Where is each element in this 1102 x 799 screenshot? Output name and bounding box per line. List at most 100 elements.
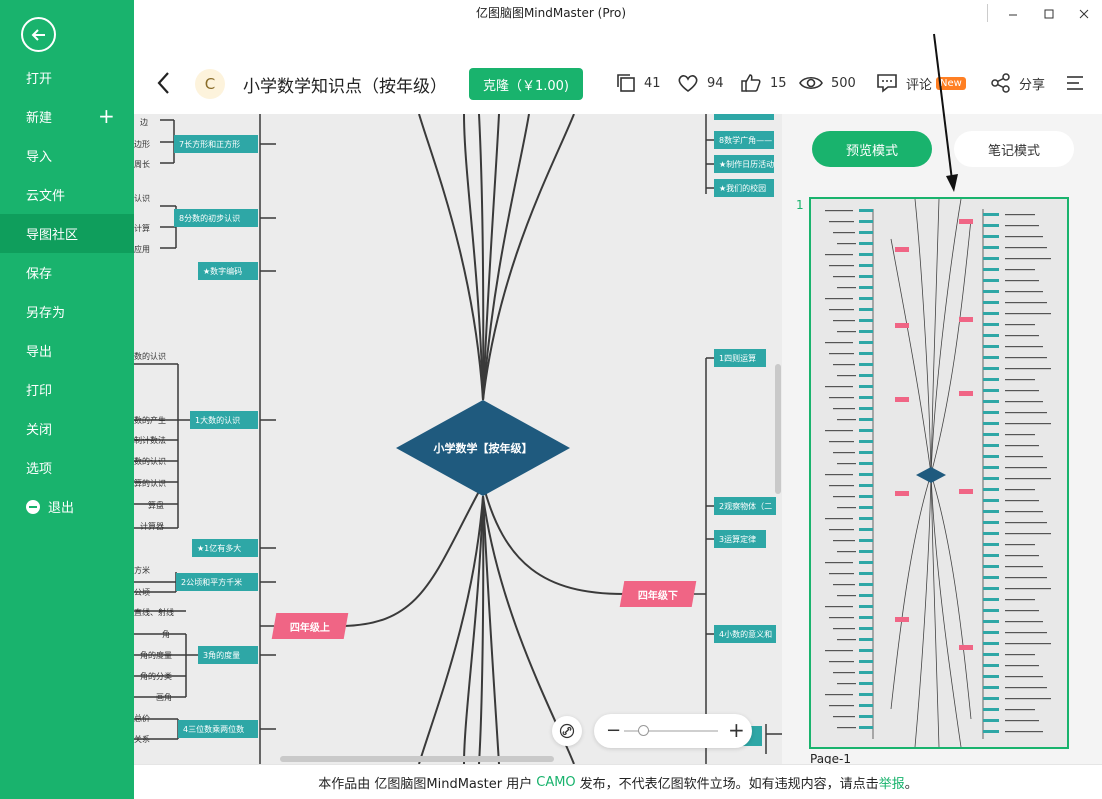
topic-node[interactable]: ★1亿有多大	[192, 539, 258, 557]
leaf-text[interactable]: 直线、射线	[134, 607, 174, 617]
zoom-in-button[interactable]: +	[728, 718, 745, 742]
likes-stat[interactable]: 94	[677, 71, 724, 95]
leaf-text[interactable]: 应用	[134, 244, 150, 254]
topic-node[interactable]: 8数学广角——	[714, 131, 774, 149]
thumb-node	[983, 367, 999, 370]
menu-save[interactable]: 保存	[0, 253, 134, 292]
back-arrow-button[interactable]	[154, 70, 174, 96]
thumb-text	[825, 474, 853, 476]
topic-node[interactable]: 2公顷和平方千米	[176, 573, 258, 591]
mindmap-canvas[interactable]: 小学数学【按年级】 边 边形 周长 认识 计算 应用 数的认识 数的产生 制计数…	[134, 114, 782, 764]
menu-print[interactable]: 打印	[0, 370, 134, 409]
menu-options[interactable]: 选项	[0, 448, 134, 487]
leaf-text[interactable]: 制计数法	[134, 435, 166, 445]
leaf-text[interactable]: 数的认识	[134, 456, 166, 466]
topic-node[interactable]: 8分数的初步认识	[174, 209, 258, 227]
comment-button[interactable]: 评论 New	[876, 71, 966, 95]
leaf-text[interactable]: 边	[140, 117, 148, 127]
leaf-text[interactable]: 周长	[134, 159, 150, 169]
author-link[interactable]: CAMO	[536, 774, 576, 790]
menu-cloud-files[interactable]: 云文件	[0, 175, 134, 214]
topic-node[interactable]: ★数字编码	[198, 262, 258, 280]
back-button[interactable]	[21, 17, 56, 52]
topic-node[interactable]: 7长方形和正方形	[174, 135, 258, 153]
leaf-text[interactable]: 角的度量	[140, 650, 172, 660]
leaf-text[interactable]: 计算	[134, 223, 150, 233]
leaf-text[interactable]: 画角	[156, 692, 172, 702]
thumb-node	[983, 664, 999, 667]
topic-node-clipped[interactable]	[714, 114, 774, 120]
leaf-text[interactable]: 边形	[134, 139, 150, 149]
zoom-slider-track[interactable]	[624, 730, 718, 732]
leaf-text[interactable]: 数的认识	[134, 351, 166, 361]
minimize-button[interactable]	[998, 4, 1028, 24]
thumb-node	[983, 708, 999, 711]
leaf-text[interactable]: 角	[162, 629, 170, 639]
menu-exit[interactable]: 退出	[0, 487, 134, 526]
thumb-text	[1005, 533, 1051, 535]
share-button[interactable]: 分享	[991, 71, 1045, 95]
topic-node[interactable]: 1四则运算	[714, 349, 766, 367]
menu-label: 云文件	[26, 189, 66, 204]
branch-grade4-up[interactable]: 四年级上	[271, 613, 349, 639]
menu-save-as[interactable]: 另存为	[0, 292, 134, 331]
thumb-text	[1005, 687, 1047, 689]
thumb-node	[859, 319, 873, 322]
thumb-node	[983, 444, 999, 447]
leaf-text[interactable]: 公顷	[134, 587, 150, 597]
menu-community[interactable]: 导图社区	[0, 214, 134, 253]
menu-new[interactable]: 新建 +	[0, 97, 134, 136]
thumb-node	[983, 653, 999, 656]
author-avatar[interactable]: C	[195, 69, 225, 99]
note-mode-button[interactable]: 笔记模式	[954, 131, 1074, 167]
menu-export[interactable]: 导出	[0, 331, 134, 370]
thumb-text	[1005, 500, 1039, 502]
topic-node[interactable]: 4三位数乘两位数	[178, 720, 258, 738]
leaf-text[interactable]: 方米	[134, 565, 150, 575]
center-topic[interactable]: 小学数学【按年级】	[433, 442, 533, 455]
thumb-text	[833, 364, 855, 366]
leaf-text[interactable]: 总价	[134, 713, 150, 723]
branch-grade4-down[interactable]: 四年级下	[619, 581, 697, 607]
report-link[interactable]: 举报	[878, 776, 905, 792]
topic-node[interactable]: ★制作日历活动	[714, 155, 774, 173]
vertical-scrollbar[interactable]	[775, 364, 781, 494]
thumb-node	[983, 279, 999, 282]
topic-node[interactable]: 1大数的认识	[190, 411, 258, 429]
leaf-text[interactable]: 角的分类	[140, 671, 172, 681]
horizontal-scrollbar[interactable]	[280, 756, 554, 762]
topic-node[interactable]: 3角的度量	[198, 646, 258, 664]
page-thumbnail[interactable]	[809, 197, 1069, 749]
maximize-button[interactable]	[1034, 4, 1064, 24]
thumb-node	[983, 598, 999, 601]
outline-menu-button[interactable]	[1065, 71, 1093, 95]
plus-icon[interactable]: +	[98, 104, 115, 128]
arrow-left-icon	[31, 28, 45, 41]
link-button[interactable]	[552, 716, 582, 746]
leaf-text[interactable]: 算盘	[148, 500, 164, 510]
menu-open[interactable]: 打开	[0, 58, 134, 97]
copies-count: 41	[644, 75, 661, 91]
menu-import[interactable]: 导入	[0, 136, 134, 175]
topic-node[interactable]: 2观察物体（二	[714, 497, 776, 515]
thumbs-stat[interactable]: 15	[740, 71, 787, 95]
copies-stat[interactable]: 41	[616, 71, 661, 95]
leaf-text[interactable]: 认识	[134, 193, 150, 203]
leaf-text[interactable]: 数的产生	[134, 415, 166, 425]
leaf-text[interactable]: 关系	[134, 734, 150, 744]
close-window-button[interactable]	[1069, 4, 1099, 24]
zoom-out-button[interactable]: −	[606, 720, 622, 741]
thumb-node	[983, 510, 999, 513]
preview-mode-button[interactable]: 预览模式	[812, 131, 932, 167]
thumb-text	[825, 650, 853, 652]
menu-close[interactable]: 关闭	[0, 409, 134, 448]
topic-node[interactable]: 4小数的意义和	[714, 625, 776, 643]
leaf-text[interactable]: 算的认识	[134, 478, 166, 488]
clone-button[interactable]: 克隆（￥1.00)	[469, 68, 583, 100]
zoom-slider-handle[interactable]	[638, 725, 649, 736]
thumb-node	[859, 352, 873, 355]
thumb-node	[859, 561, 873, 564]
topic-node[interactable]: ★我们的校园	[714, 179, 774, 197]
topic-node[interactable]: 3运算定律	[714, 530, 766, 548]
leaf-text[interactable]: 计算器	[140, 521, 164, 531]
